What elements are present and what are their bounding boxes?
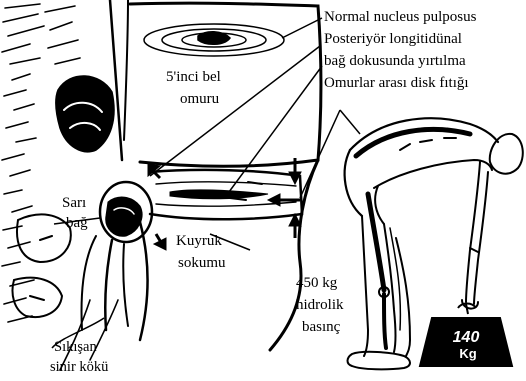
- figure-shoe: [348, 352, 411, 369]
- label-pressure-line1: 450 kg: [296, 276, 337, 291]
- figure-hip: [345, 150, 362, 216]
- label-vertebra-line1: 5'inci bel: [166, 70, 221, 85]
- figure-arm: [466, 162, 480, 302]
- label-vertebra-line2: omuru: [180, 92, 219, 107]
- label-normal-nucleus: Normal nucleus pulposus: [324, 10, 476, 25]
- label-ligamentum-flavum-line2: bağ: [66, 216, 88, 231]
- label-coccyx-line1: Kuyruk: [176, 234, 222, 249]
- bone-hatching: [2, 4, 80, 322]
- label-posterior-ligament-line1: Posteriyör longitidünal: [324, 32, 462, 47]
- figure-head: [490, 134, 523, 174]
- weight-unit: Kg: [459, 346, 476, 361]
- label-nerve-root-line2: sinir kökü: [50, 360, 108, 375]
- label-nerve-root-line1: Sıkışan: [54, 340, 97, 355]
- normal-nucleus-swirl: [144, 24, 284, 56]
- upper-vertebra: [130, 3, 321, 166]
- label-pressure-line2: hidrolik: [296, 298, 344, 313]
- label-coccyx-line2: sokumu: [178, 256, 226, 271]
- weight-block: 140 Kg: [420, 304, 512, 367]
- label-posterior-ligament-line2: bağ dokusunda yırtılma: [324, 54, 466, 69]
- figure-leg-front: [396, 238, 410, 356]
- spine-section: [2, 0, 152, 370]
- dark-bone-block: [56, 76, 114, 152]
- label-pressure-line3: basınç: [302, 320, 340, 335]
- label-ligamentum-flavum-line1: Sarı: [62, 196, 86, 211]
- weight-number: 140: [453, 329, 480, 346]
- figure-leg-back: [362, 216, 368, 356]
- label-disc-herniation: Omurlar arası disk fıtığı: [324, 76, 469, 91]
